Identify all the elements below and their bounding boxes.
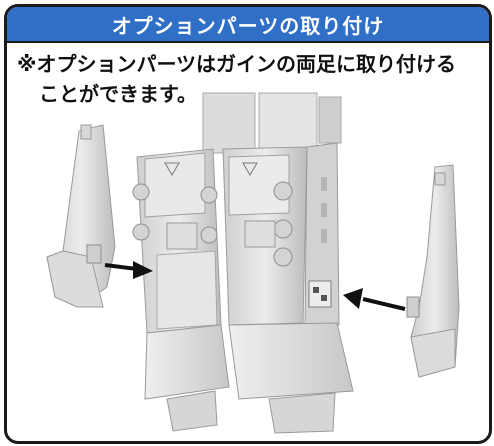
instruction-note: ※オプションパーツはガインの両足に取り付ける ことができます。 [17,49,479,109]
instruction-panel: オプションパーツの取り付け ※オプションパーツはガインの両足に取り付ける ことが… [4,4,492,444]
right-arrow [343,288,406,311]
note-line-2: ことができます。 [39,82,197,106]
section-title: オプションパーツの取り付け [111,13,385,38]
assembly-illustration [46,92,460,434]
note-line-1: ※オプションパーツはガインの両足に取り付ける [17,52,457,76]
robot-legs [132,142,354,434]
right-option-part [406,164,460,378]
title-bar: オプションパーツの取り付け [7,7,489,43]
left-arrow [104,261,153,279]
left-option-part [46,124,116,308]
